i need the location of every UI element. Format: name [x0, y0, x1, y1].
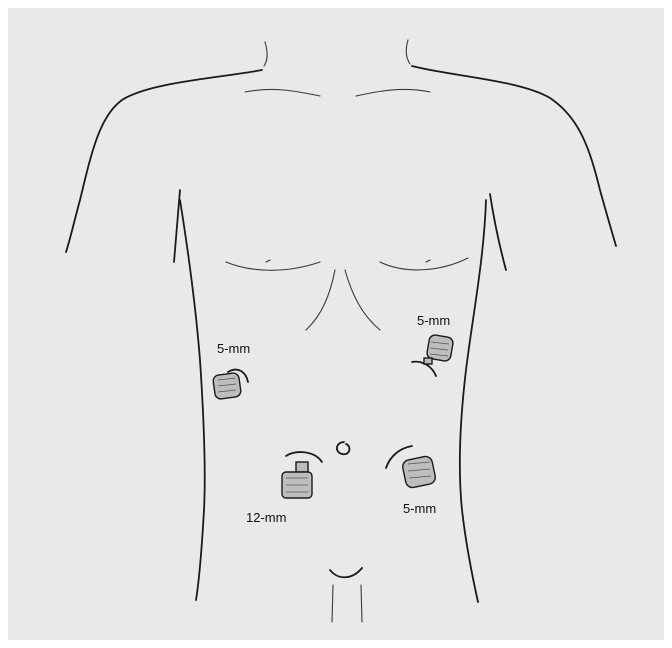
umbilicus	[337, 442, 350, 454]
neck-right	[406, 40, 410, 64]
port-camera	[282, 452, 322, 498]
left-pectoral	[226, 262, 320, 270]
port-label-left-upper: 5-mm	[217, 341, 250, 356]
torso-diagram: 5-mm 5-mm 12-mm 5-mm	[8, 8, 664, 640]
right-costal-margin	[345, 270, 380, 330]
port-right-lower	[386, 446, 437, 489]
right-armpit	[490, 194, 506, 270]
left-flank	[180, 200, 205, 600]
left-armpit	[174, 190, 180, 262]
port-label-right-upper: 5-mm	[417, 313, 450, 328]
right-shoulder-arm	[412, 66, 616, 246]
torso-drawing	[8, 8, 664, 640]
port-label-right-lower: 5-mm	[403, 501, 436, 516]
right-clavicle	[356, 89, 430, 96]
port-right-upper	[412, 334, 454, 376]
left-clavicle	[245, 89, 320, 96]
left-costal-margin	[306, 270, 335, 330]
left-thigh-line	[332, 585, 333, 622]
right-thigh-line	[361, 585, 362, 622]
right-nipple	[426, 260, 430, 262]
right-pectoral	[380, 258, 468, 270]
left-shoulder-arm	[66, 70, 262, 252]
port-left-upper	[212, 370, 248, 400]
left-nipple	[266, 260, 270, 262]
groin	[330, 568, 362, 577]
neck-left	[264, 42, 267, 66]
port-label-camera: 12-mm	[246, 510, 286, 525]
